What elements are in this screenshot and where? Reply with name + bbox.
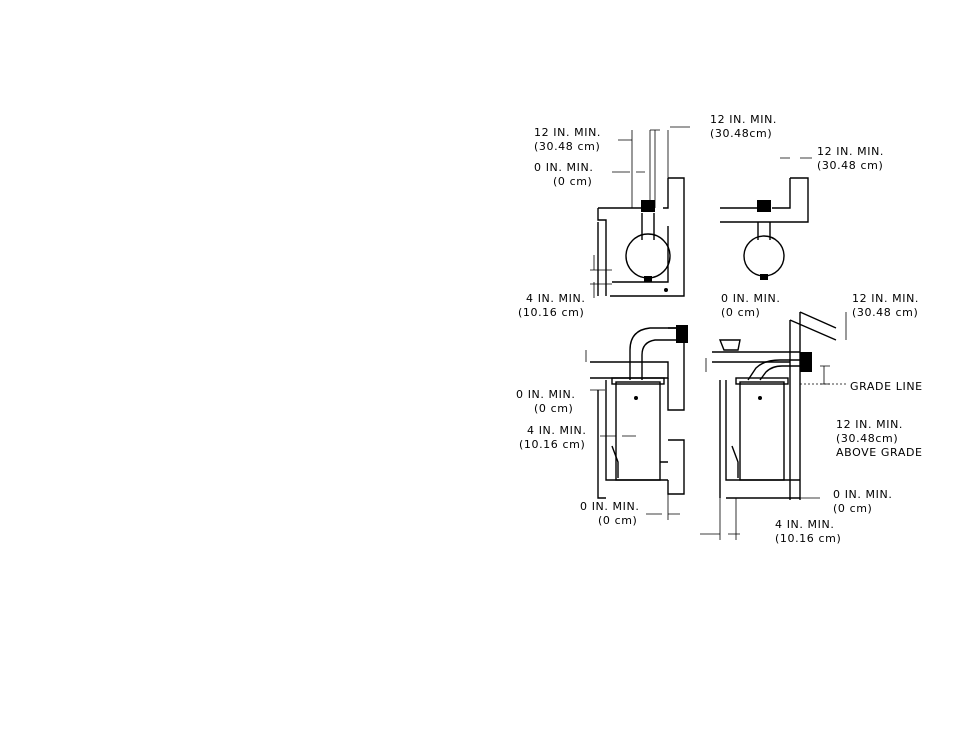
label-bottom-zero-right-b: (0 cm) — [833, 502, 872, 515]
label-tl-bottom-a: 4 IN. MIN. — [526, 292, 585, 305]
label-bottom-zero-left-b: (0 cm) — [598, 514, 637, 527]
label-bottom-four-a: 4 IN. MIN. — [775, 518, 834, 531]
label-tl-top-right-a: 12 IN. MIN. — [710, 113, 777, 126]
label-above-grade-a: 12 IN. MIN. — [836, 418, 903, 431]
label-grade-line: GRADE LINE — [850, 380, 923, 393]
label-tl-zero-a: 0 IN. MIN. — [534, 161, 593, 174]
label-tl-bottom-b: (10.16 cm) — [518, 306, 584, 319]
label-tl-left-a: 12 IN. MIN. — [534, 126, 601, 139]
label-above-grade-c: ABOVE GRADE — [836, 446, 923, 459]
label-br-right-b: (30.48 cm) — [852, 306, 918, 319]
label-above-grade-b: (30.48cm) — [836, 432, 898, 445]
label-br-zero-b: (0 cm) — [721, 306, 760, 319]
label-bl-four-a: 4 IN. MIN. — [527, 424, 586, 437]
label-tl-zero-b: (0 cm) — [553, 175, 592, 188]
label-br-zero-a: 0 IN. MIN. — [721, 292, 780, 305]
top-left-plan-view — [590, 127, 690, 298]
label-tr-right-a: 12 IN. MIN. — [817, 145, 884, 158]
label-bl-four-b: (10.16 cm) — [519, 438, 585, 451]
label-bl-zero-a: 0 IN. MIN. — [516, 388, 575, 401]
label-br-right-a: 12 IN. MIN. — [852, 292, 919, 305]
label-bl-zero-b: (0 cm) — [534, 402, 573, 415]
label-bottom-four-b: (10.16 cm) — [775, 532, 841, 545]
label-bottom-zero-left-a: 0 IN. MIN. — [580, 500, 639, 513]
label-tl-top-right-b: (30.48cm) — [710, 127, 772, 140]
label-bottom-zero-right-a: 0 IN. MIN. — [833, 488, 892, 501]
bottom-left-elevation-view — [586, 325, 688, 498]
bottom-right-elevation-view — [706, 312, 848, 500]
label-tr-right-b: (30.48 cm) — [817, 159, 883, 172]
label-tl-left-b: (30.48 cm) — [534, 140, 600, 153]
top-right-plan-view — [720, 158, 812, 280]
